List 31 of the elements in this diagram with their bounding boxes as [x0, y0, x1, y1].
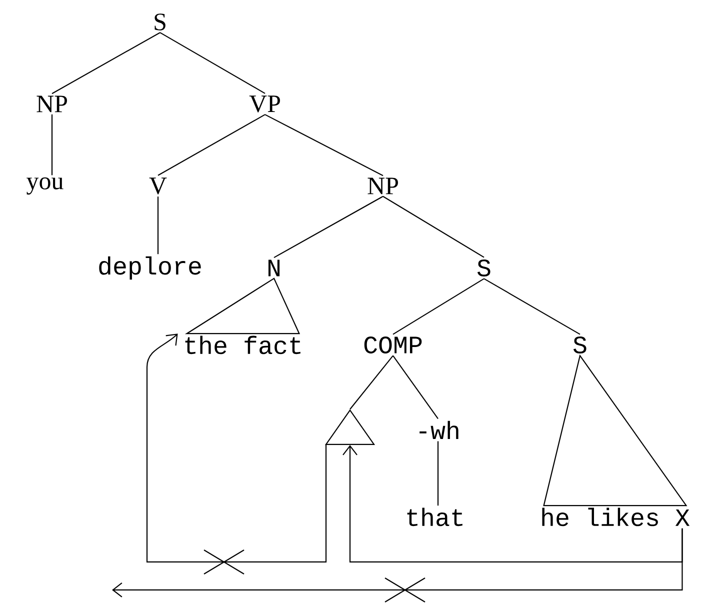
tree-label: deplore [99, 256, 201, 280]
tree-label: S [573, 336, 586, 354]
branch-line [392, 355, 438, 420]
movement-arrow [146, 334, 327, 563]
tree-label: he likes X [542, 508, 690, 526]
branch-line [160, 32, 266, 94]
tree-label: NP [368, 178, 398, 194]
tree-label: the fact [185, 336, 300, 354]
tree-label: V [149, 178, 167, 194]
branch-line [484, 278, 580, 335]
tree-label: S [477, 260, 490, 276]
tree-label: that [407, 508, 462, 526]
movement-arrow [112, 528, 683, 598]
branch-line [52, 32, 160, 94]
tree-label: VP [249, 96, 280, 112]
branch-line [382, 196, 484, 258]
branch-line [158, 114, 266, 176]
tree-label: -wh [420, 420, 458, 440]
branch-line [264, 114, 384, 176]
tree-label: N [268, 260, 280, 276]
movement-arrow [342, 445, 683, 563]
tree-label: S [154, 14, 166, 30]
branch-line [392, 278, 484, 335]
branch-line [51, 114, 53, 176]
tree-label: NP [36, 96, 67, 112]
branch-line [350, 355, 394, 410]
tree-label: COMP [364, 336, 422, 354]
branch-line [157, 196, 159, 254]
tree-label: you [26, 177, 64, 195]
branch-line [437, 441, 439, 506]
branch-line [274, 196, 384, 258]
